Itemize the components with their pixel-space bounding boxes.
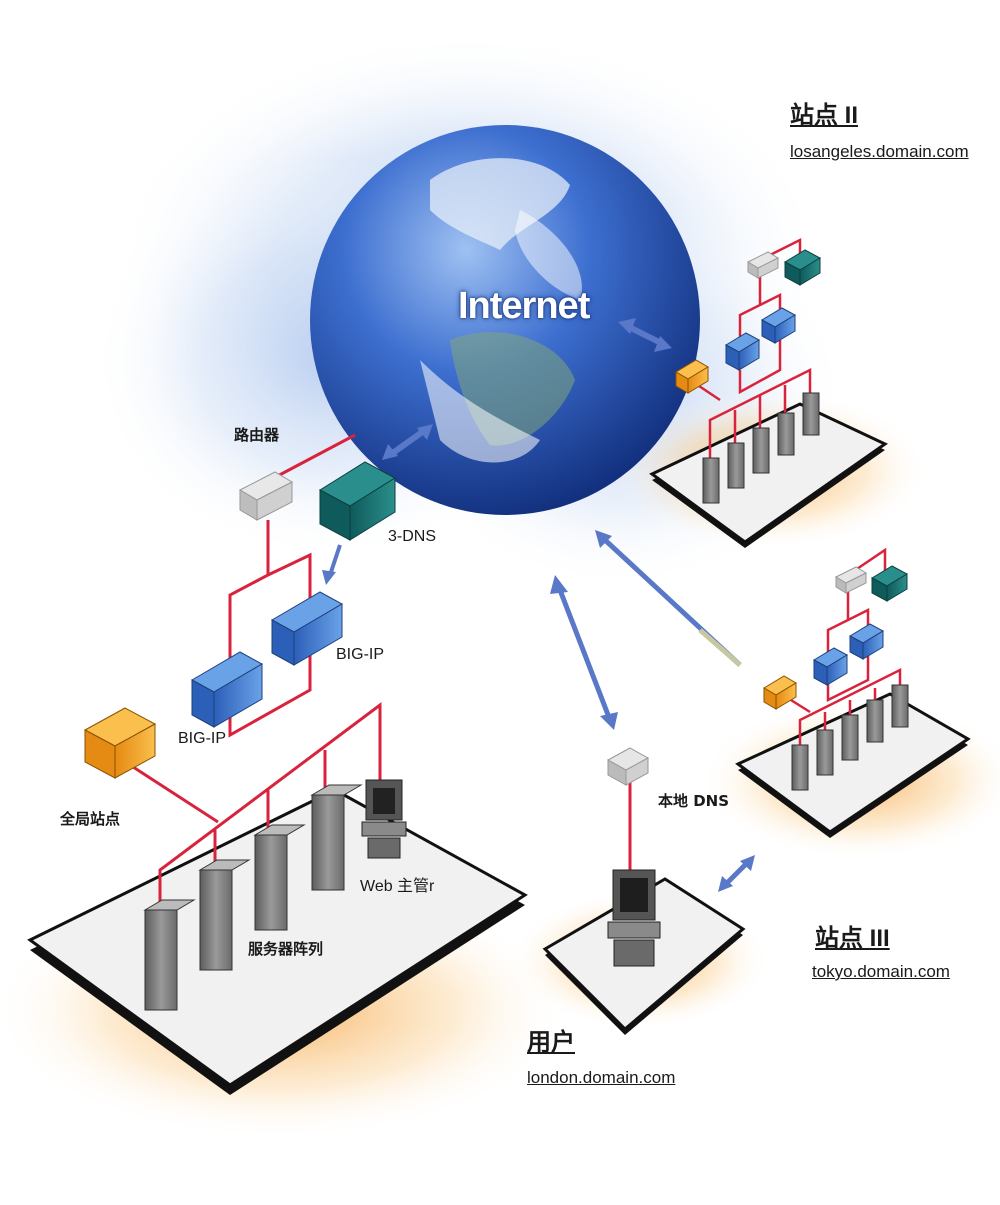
router-label: 路由器	[234, 426, 280, 444]
bigip-top-device	[270, 591, 344, 666]
site3-domain: tokyo.domain.com	[812, 962, 950, 981]
site2-domain: losangeles.domain.com	[790, 142, 969, 161]
server-3	[253, 824, 306, 931]
internet-globe	[310, 125, 700, 515]
dns3-device	[319, 461, 396, 541]
dns3-label: 3-DNS	[388, 528, 437, 545]
local-dns-device	[606, 747, 650, 786]
bigip-top-label: BIG-IP	[336, 646, 385, 663]
site3-devices	[763, 565, 909, 791]
user-computer	[607, 869, 661, 967]
site2-title: 站点 II	[790, 102, 859, 129]
bigip-bottom-device	[190, 651, 264, 728]
web-manager-label: Web 主管r	[360, 878, 435, 895]
arrow-3dns-bigip	[322, 544, 342, 585]
arrow-user-site3	[718, 855, 755, 892]
local-dns-label: 本地 DNS	[658, 792, 730, 810]
user-domain: london.domain.com	[527, 1068, 676, 1087]
arrow-site3-internet	[595, 530, 742, 667]
site2-devices	[675, 249, 822, 504]
server-array-label: 服务器阵列	[248, 940, 324, 958]
gateway-device	[83, 707, 157, 779]
server-2	[198, 859, 251, 971]
server-1	[143, 899, 196, 1011]
gateway-label: 全局站点	[60, 810, 121, 828]
arrow-site2-internet	[618, 318, 672, 352]
web-manager-computer	[361, 779, 407, 859]
arrows	[322, 318, 755, 892]
arrow-main-internet	[382, 424, 433, 460]
site3-platform	[700, 692, 1000, 860]
main-site-links	[129, 433, 382, 930]
user-title: 用户	[527, 1029, 575, 1056]
server-array	[143, 784, 363, 1011]
internet-label: Internet	[458, 285, 590, 327]
site3-title: 站点 III	[815, 925, 890, 952]
main-site-platform	[0, 788, 570, 1140]
bigip-bottom-label: BIG-IP	[178, 730, 227, 747]
router-device	[238, 471, 294, 521]
server-4	[310, 784, 363, 891]
arrow-user-internet	[550, 575, 618, 730]
